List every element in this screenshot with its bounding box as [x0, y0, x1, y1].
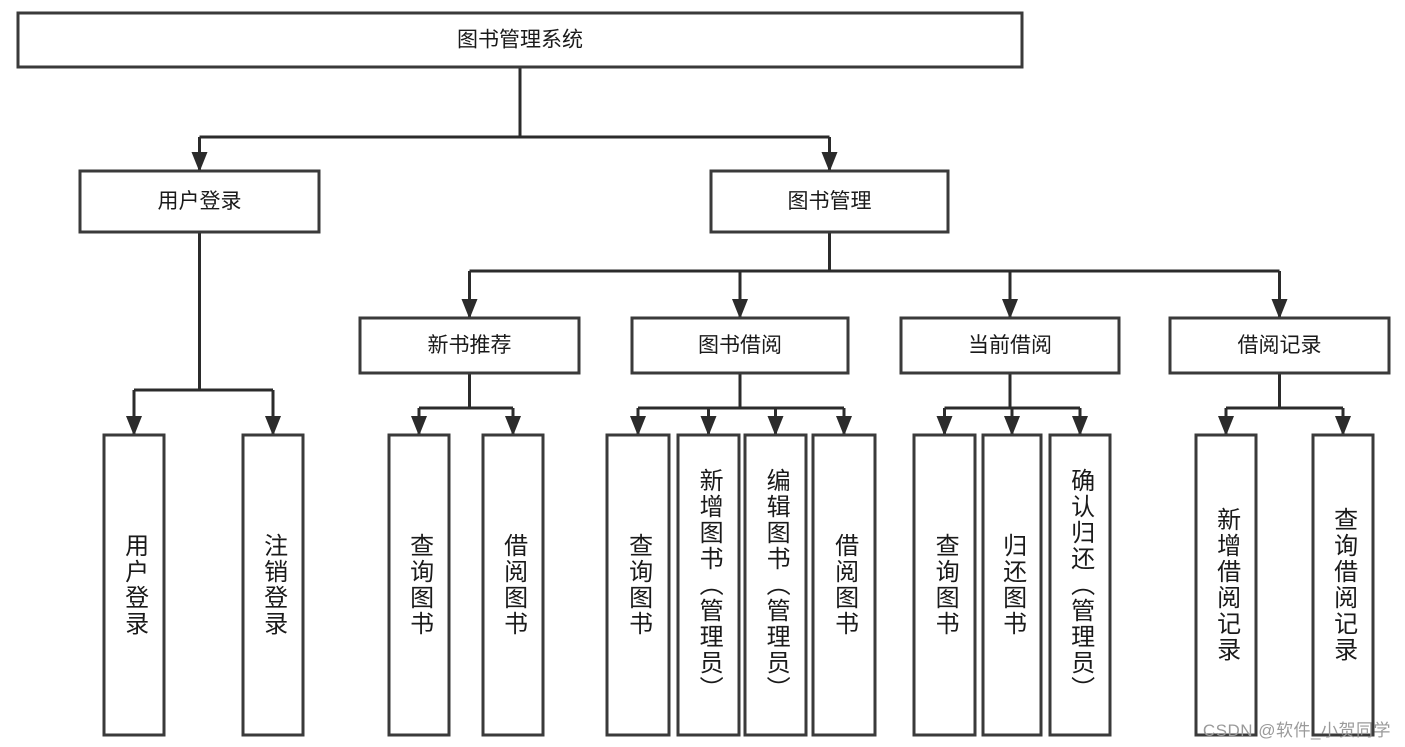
node-box-new-book-rec[interactable] [358, 316, 581, 375]
arrow-head-icon [1335, 416, 1351, 436]
arrow-head-icon [630, 416, 646, 436]
node-label-user-login: 用户登录 [158, 190, 242, 213]
node-box-leaf-query-book-rec[interactable] [387, 433, 451, 737]
node-label-root: 图书管理系统 [457, 29, 583, 52]
node-box-user-login[interactable] [78, 169, 321, 234]
arrow-head-icon [700, 416, 717, 436]
node-box-leaf-confirm-return[interactable] [1048, 433, 1112, 737]
node-label-book-manage: 图书管理 [788, 190, 872, 213]
node-label-book-borrow: 图书借阅 [698, 334, 782, 357]
arrow-head-icon [505, 416, 521, 436]
connector-lines [126, 67, 1351, 436]
arrow-head-icon [1218, 416, 1234, 436]
arrow-head-icon [767, 416, 784, 436]
node-box-leaf-return-book[interactable] [981, 433, 1043, 737]
node-box-leaf-query-book-cb[interactable] [912, 433, 977, 737]
arrow-head-icon [836, 416, 852, 436]
node-box-leaf-query-book-bb[interactable] [605, 433, 671, 737]
arrow-head-icon [126, 416, 142, 436]
node-box-borrow-record[interactable] [1168, 316, 1391, 375]
node-box-leaf-borrow-book-bb[interactable] [811, 433, 877, 737]
node-box-leaf-add-book[interactable] [676, 433, 741, 737]
arrow-head-icon [821, 152, 838, 172]
arrow-head-icon [265, 416, 281, 436]
node-box-leaf-user-login[interactable] [102, 433, 166, 737]
arrow-head-icon [1004, 416, 1020, 436]
node-box-book-manage[interactable] [709, 169, 950, 234]
node-box-root[interactable] [16, 11, 1024, 69]
arrow-head-icon [1271, 299, 1288, 319]
node-box-current-borrow[interactable] [899, 316, 1121, 375]
arrow-head-icon [732, 299, 748, 319]
node-box-leaf-add-record[interactable] [1194, 433, 1258, 737]
arrow-head-icon [191, 152, 208, 172]
node-label-borrow-record: 借阅记录 [1238, 334, 1322, 357]
node-box-leaf-edit-book[interactable] [743, 433, 808, 737]
node-box-leaf-query-record[interactable] [1311, 433, 1375, 737]
arrow-head-icon [936, 416, 953, 436]
arrow-head-icon [461, 299, 478, 319]
node-label-current-borrow: 当前借阅 [968, 334, 1052, 357]
node-box-leaf-borrow-book-rec[interactable] [481, 433, 545, 737]
node-boxes [16, 11, 1391, 737]
node-label-new-book-rec: 新书推荐 [428, 334, 512, 357]
node-box-book-borrow[interactable] [630, 316, 850, 375]
node-box-leaf-logout[interactable] [241, 433, 305, 737]
arrow-head-icon [1072, 416, 1088, 436]
arrow-head-icon [1002, 299, 1018, 319]
arrow-head-icon [411, 416, 427, 436]
watermark-text: CSDN @软件_小贺同学 [1202, 721, 1391, 740]
